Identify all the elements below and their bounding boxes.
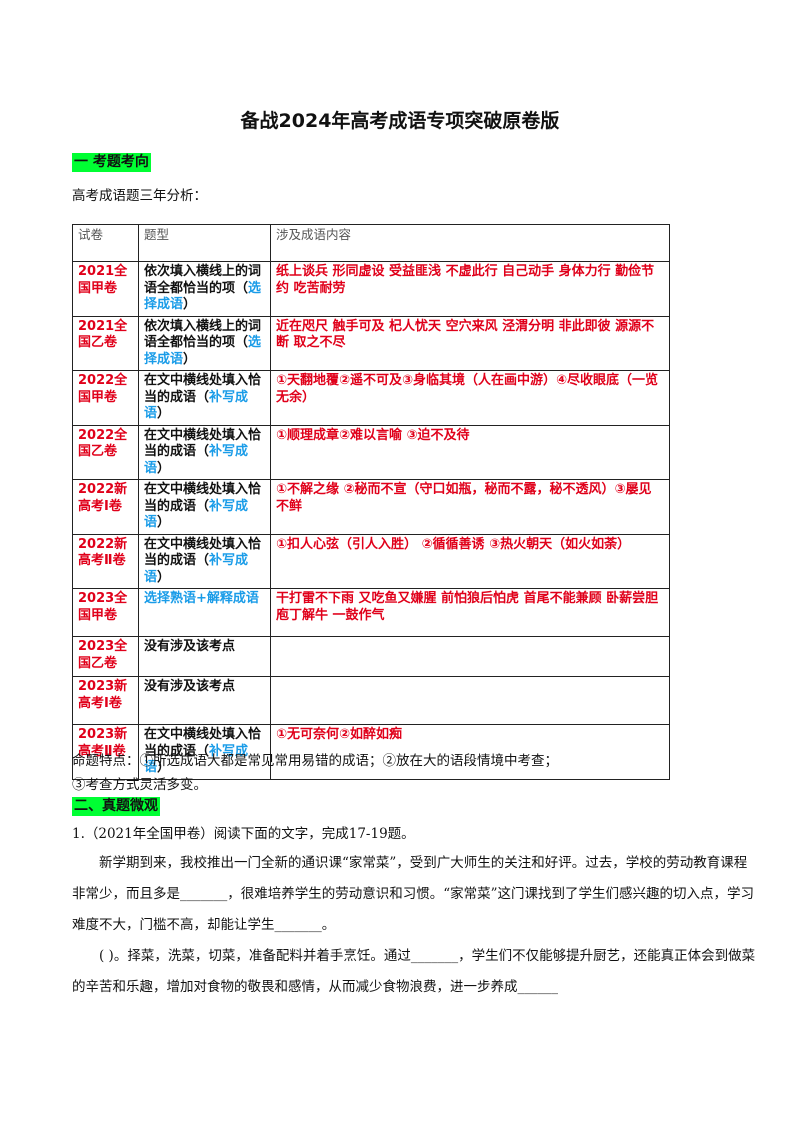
header-paper: 试卷 [72, 224, 139, 262]
question-type-cell: 没有涉及该考点 [138, 636, 271, 677]
idiom-content-cell: 干打雷不下雨 又吃鱼又嫌腥 前怕狼后怕虎 首尾不能兼顾 卧薪尝胆 庖丁解牛 一鼓… [270, 588, 670, 637]
question-type-tag: 选择成语 [144, 280, 262, 313]
question-type-tag: 补写成语 [144, 498, 249, 531]
question-type-cell: 选择熟语+解释成语 [138, 588, 271, 637]
table-row: 2023新高考Ⅱ卷在文中横线处填入恰当的成语（补写成语）①无可奈何②如醉如痴 [72, 724, 670, 780]
question-type-cell: 在文中横线处填入恰当的成语（补写成语） [138, 479, 271, 535]
exam-paper-cell: 2023新高考Ⅱ卷 [72, 724, 139, 780]
reading-passage: 新学期到来，我校推出一门全新的通识课“家常菜”，受到广大师生的关注和好评。过去，… [72, 848, 760, 1003]
header-type: 题型 [138, 224, 271, 262]
exam-paper-cell: 2023全国甲卷 [72, 588, 139, 637]
exam-paper-cell: 2021全国乙卷 [72, 315, 139, 371]
section-heading-1: 一 考题考向 [72, 153, 151, 172]
idiom-content-cell: ①不解之缘 ②秘而不宣（守口如瓶，秘而不露，秘不透风）③屡见不鲜 [270, 479, 670, 535]
question-type-cell: 在文中横线处填入恰当的成语（补写成语） [138, 724, 271, 780]
question-type-tag: 选择熟语+解释成语 [144, 591, 259, 606]
idiom-content-cell: 近在咫尺 触手可及 杞人忧天 空穴来风 泾渭分明 非此即彼 源源不断 取之不尽 [270, 315, 670, 371]
table-row: 2022全国甲卷在文中横线处填入恰当的成语（补写成语）①天翻地覆②遥不可及③身临… [72, 370, 670, 426]
exam-paper-cell: 2022全国乙卷 [72, 424, 139, 480]
exam-paper-cell: 2022新高考Ⅰ卷 [72, 479, 139, 535]
question-type-cell: 没有涉及该考点 [138, 676, 271, 725]
question-type-cell: 依次填入横线上的词语全都恰当的项（选择成语） [138, 315, 271, 371]
exam-paper-cell: 2023新高考Ⅰ卷 [72, 676, 139, 725]
question-type-cell: 在文中横线处填入恰当的成语（补写成语） [138, 533, 271, 589]
question-type-cell: 依次填入横线上的词语全都恰当的项（选择成语） [138, 261, 271, 317]
question-type-text: 依次填入横线上的词语全都恰当的项（ [144, 318, 262, 351]
question-type-text: 在文中横线处填入恰当的成语（ [144, 373, 262, 405]
table-row: 2023全国甲卷选择熟语+解释成语干打雷不下雨 又吃鱼又嫌腥 前怕狼后怕虎 首尾… [72, 588, 670, 637]
idiom-content-cell: ①无可奈何②如醉如痴 [270, 724, 670, 780]
question-stem: 1.（2021年全国甲卷）阅读下面的文字，完成17-19题。 [72, 826, 415, 842]
question-type-text: 在文中横线处填入恰当的成语（ [144, 427, 262, 460]
idiom-content-cell [270, 636, 670, 677]
question-type-text: 在文中横线处填入恰当的成语（ [144, 482, 262, 514]
question-type-text: 没有涉及该考点 [144, 679, 236, 694]
table-row: 2022新高考Ⅱ卷在文中横线处填入恰当的成语（补写成语）①扣人心弦（引人入胜） … [72, 533, 670, 589]
exam-paper-cell: 2022全国甲卷 [72, 370, 139, 426]
idiom-content-cell: ①顺理成章②难以言喻 ③迫不及待 [270, 424, 670, 480]
question-type-tag: 选择成语 [144, 335, 262, 367]
question-type-cell: 在文中横线处填入恰当的成语（补写成语） [138, 370, 271, 426]
table-row: 2023新高考Ⅰ卷没有涉及该考点 [72, 676, 670, 725]
question-type-text: 在文中横线处填入恰当的成语（ [144, 536, 262, 569]
section-heading-2: 二、真题微观 [72, 797, 160, 816]
header-content: 涉及成语内容 [270, 224, 670, 262]
idiom-content-cell [270, 676, 670, 725]
idiom-content-cell: ①天翻地覆②遥不可及③身临其境（人在画中游）④尽收眼底（一览无余） [270, 370, 670, 426]
table-row: 2022新高考Ⅰ卷在文中横线处填入恰当的成语（补写成语）①不解之缘 ②秘而不宣（… [72, 479, 670, 535]
passage-paragraph-2: ( )。择菜，洗菜，切菜，准备配料并着手烹饪。通过_______，学生们不仅能够… [72, 948, 756, 995]
question-type-text: 依次填入横线上的词语全都恰当的项（ [144, 264, 262, 296]
question-type-text: 在文中横线处填入恰当的成语（ [144, 727, 262, 759]
idiom-content-cell: 纸上谈兵 形同虚设 受益匪浅 不虚此行 自己动手 身体力行 勤俭节约 吃苦耐劳 [270, 261, 670, 317]
exam-paper-cell: 2021全国甲卷 [72, 261, 139, 317]
question-type-text: 没有涉及该考点 [144, 639, 236, 654]
exam-paper-cell: 2023全国乙卷 [72, 636, 139, 677]
question-type-tag: 补写成语 [144, 743, 249, 776]
question-type-cell: 在文中横线处填入恰当的成语（补写成语） [138, 424, 271, 480]
passage-paragraph-1: 新学期到来，我校推出一门全新的通识课“家常菜”，受到广大师生的关注和好评。过去，… [72, 855, 755, 933]
question-type-text: ） [157, 569, 171, 585]
table-row: 2021全国甲卷依次填入横线上的词语全都恰当的项（选择成语）纸上谈兵 形同虚设 … [72, 261, 670, 317]
exam-paper-cell: 2022新高考Ⅱ卷 [72, 533, 139, 589]
question-type-text: ） [157, 460, 171, 476]
question-type-text: ） [157, 760, 171, 775]
characteristics-line-2: ③考查方式灵活多变。 [72, 777, 207, 793]
analysis-table: 试卷 题型 涉及成语内容 2021全国甲卷依次填入横线上的词语全都恰当的项（选择… [72, 224, 670, 780]
table-header-row: 试卷 题型 涉及成语内容 [72, 224, 670, 262]
table-row: 2021全国乙卷依次填入横线上的词语全都恰当的项（选择成语）近在咫尺 触手可及 … [72, 315, 670, 371]
analysis-intro: 高考成语题三年分析： [72, 188, 207, 204]
exam-characteristics: 命题特点：①所选成语大都是常见常用易错的成语；②放在大的语段情境中考查； ③考查… [72, 749, 752, 797]
question-type-text: ） [157, 515, 171, 530]
question-type-text: ） [183, 351, 197, 367]
question-type-tag: 补写成语 [144, 444, 249, 476]
idiom-content-cell: ①扣人心弦（引人入胜） ②循循善诱 ③热火朝天（如火如荼） [270, 533, 670, 589]
characteristics-line-1: 命题特点：①所选成语大都是常见常用易错的成语；②放在大的语段情境中考查； [72, 753, 558, 769]
question-type-text: ） [183, 297, 197, 312]
table-row: 2022全国乙卷在文中横线处填入恰当的成语（补写成语）①顺理成章②难以言喻 ③迫… [72, 424, 670, 480]
question-type-tag: 补写成语 [144, 389, 249, 422]
document-title: 备战2024年高考成语专项突破原卷版 [240, 110, 560, 132]
table-row: 2023全国乙卷没有涉及该考点 [72, 636, 670, 677]
question-type-tag: 补写成语 [144, 553, 249, 585]
question-type-text: ） [157, 406, 171, 421]
